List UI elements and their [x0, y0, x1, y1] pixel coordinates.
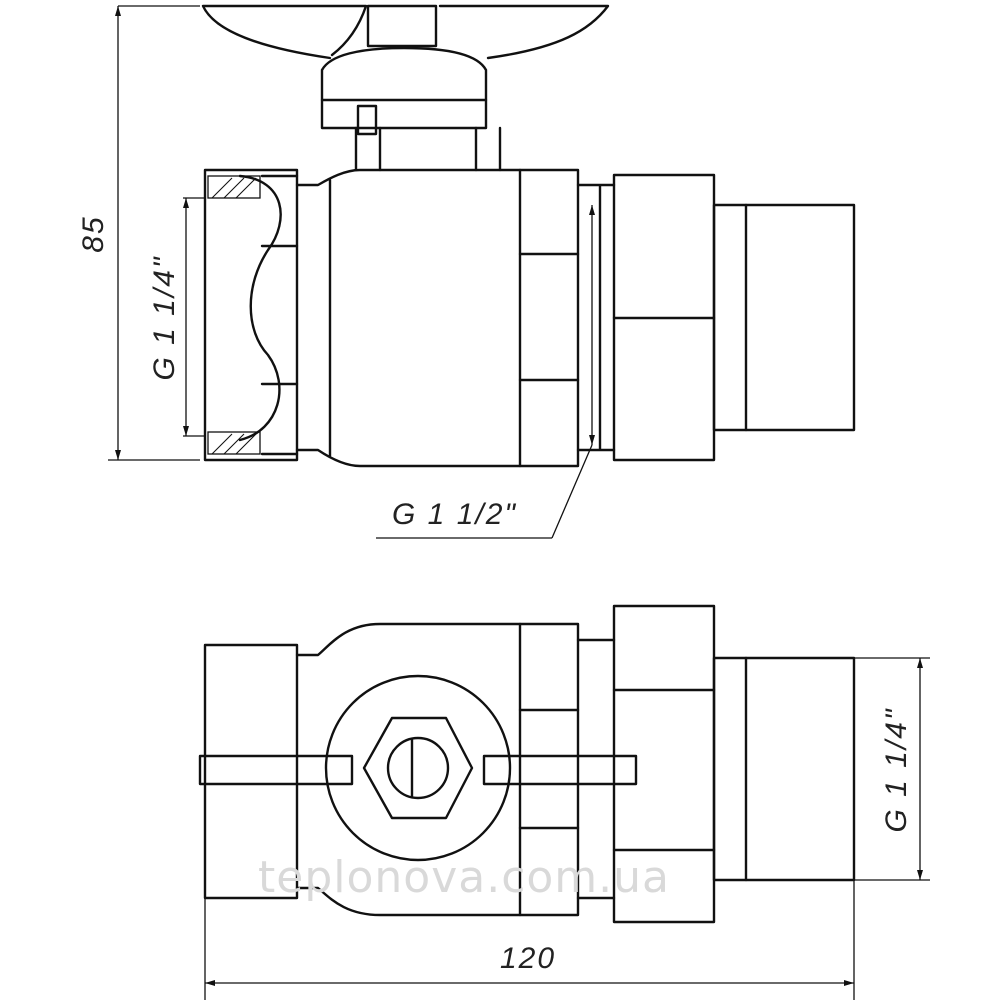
top-union-gap [576, 638, 616, 900]
left-thread-cut [238, 174, 282, 442]
dimension-height: 85 [77, 5, 200, 461]
left-female-end [203, 168, 299, 462]
watermark: teplonova.com.ua [258, 852, 670, 903]
top-body [295, 622, 522, 917]
top-view [198, 604, 856, 924]
handle-bolt [356, 104, 378, 136]
dimension-length: 120 [204, 880, 855, 1000]
butterfly-handle [201, 4, 610, 60]
hatch-lines [211, 177, 257, 455]
valve-stem [354, 126, 502, 172]
top-male-end [712, 656, 856, 882]
thread-hatch-top [207, 175, 261, 199]
handle-cap-bottom [320, 98, 488, 130]
top-left-end [203, 643, 299, 900]
union-thread-label: G 1 1/2" [392, 498, 517, 531]
stem-circle [386, 736, 450, 800]
left-hex-faces [260, 174, 299, 456]
dimension-outlet-thread: G 1 1/4" [854, 657, 930, 881]
length-label: 120 [500, 942, 556, 975]
stem-hex-nut [362, 716, 474, 820]
top-body-hex-faces [518, 708, 580, 830]
handle-bar-right [482, 754, 638, 786]
side-view [201, 4, 856, 468]
dimension-union-thread: G 1 1/2" [376, 205, 595, 539]
union-gap [576, 183, 616, 452]
body-hex-nut [518, 168, 580, 468]
valve-body [295, 168, 522, 468]
top-union-nut-faces [612, 688, 716, 852]
handle-cap [320, 46, 488, 102]
handle-nut [366, 4, 438, 48]
thread-hatch-bottom [207, 431, 261, 455]
body-hex-faces [518, 252, 580, 382]
male-thread-end [712, 203, 856, 432]
ball-circle [324, 674, 512, 862]
inlet-thread-label: G 1 1/4" [148, 255, 181, 380]
top-body-hex [518, 622, 580, 917]
dimension-inlet-thread: G 1 1/4" [148, 197, 205, 437]
height-label: 85 [77, 215, 110, 252]
handle-bar-left [198, 754, 354, 786]
outlet-thread-label: G 1 1/4" [880, 707, 913, 832]
